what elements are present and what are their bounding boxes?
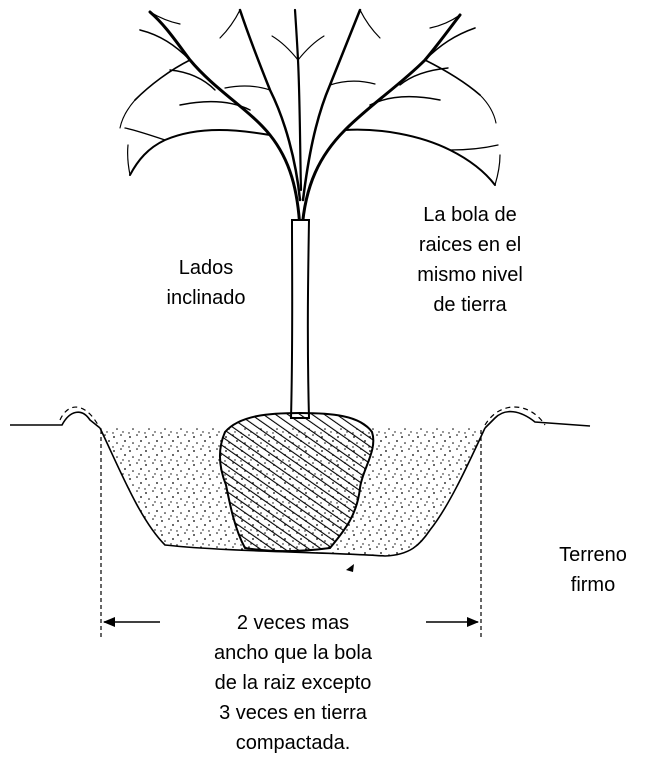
root-ball bbox=[218, 411, 375, 552]
width-dimension bbox=[100, 430, 482, 640]
root-ball-level-line: mismo nivel bbox=[417, 264, 523, 286]
small-marker bbox=[346, 564, 354, 572]
firm-ground-label: Terreno firmo bbox=[540, 540, 646, 600]
root-ball-level-line: raices en el bbox=[418, 234, 522, 256]
hole-width-line: 3 veces en tierra bbox=[219, 702, 367, 724]
ground-surface bbox=[10, 406, 591, 429]
root-ball-level-line: de tierra bbox=[433, 294, 507, 316]
root-ball-level-label: La bola de raices en el mismo nivel de t… bbox=[390, 200, 550, 320]
tree-crown bbox=[119, 8, 501, 232]
hole-width-label: 2 veces mas ancho que la bola de la raiz… bbox=[166, 608, 420, 758]
planting-hole-outline bbox=[99, 427, 486, 557]
sides-label-line: inclinado bbox=[166, 287, 246, 309]
hole-width-line: de la raiz excepto bbox=[214, 672, 372, 694]
root-ball-level-line: La bola de bbox=[423, 204, 517, 226]
hole-width-line: 2 veces mas bbox=[236, 612, 350, 634]
firm-ground-line: Terreno bbox=[559, 544, 627, 566]
hole-width-line: ancho que la bola bbox=[214, 642, 372, 664]
hole-width-line: compactada. bbox=[235, 732, 351, 754]
firm-ground-line: firmo bbox=[570, 574, 616, 596]
tree-trunk bbox=[289, 219, 311, 419]
sides-label-line: Lados bbox=[178, 257, 234, 279]
sides-label: Lados inclinado bbox=[150, 253, 262, 313]
